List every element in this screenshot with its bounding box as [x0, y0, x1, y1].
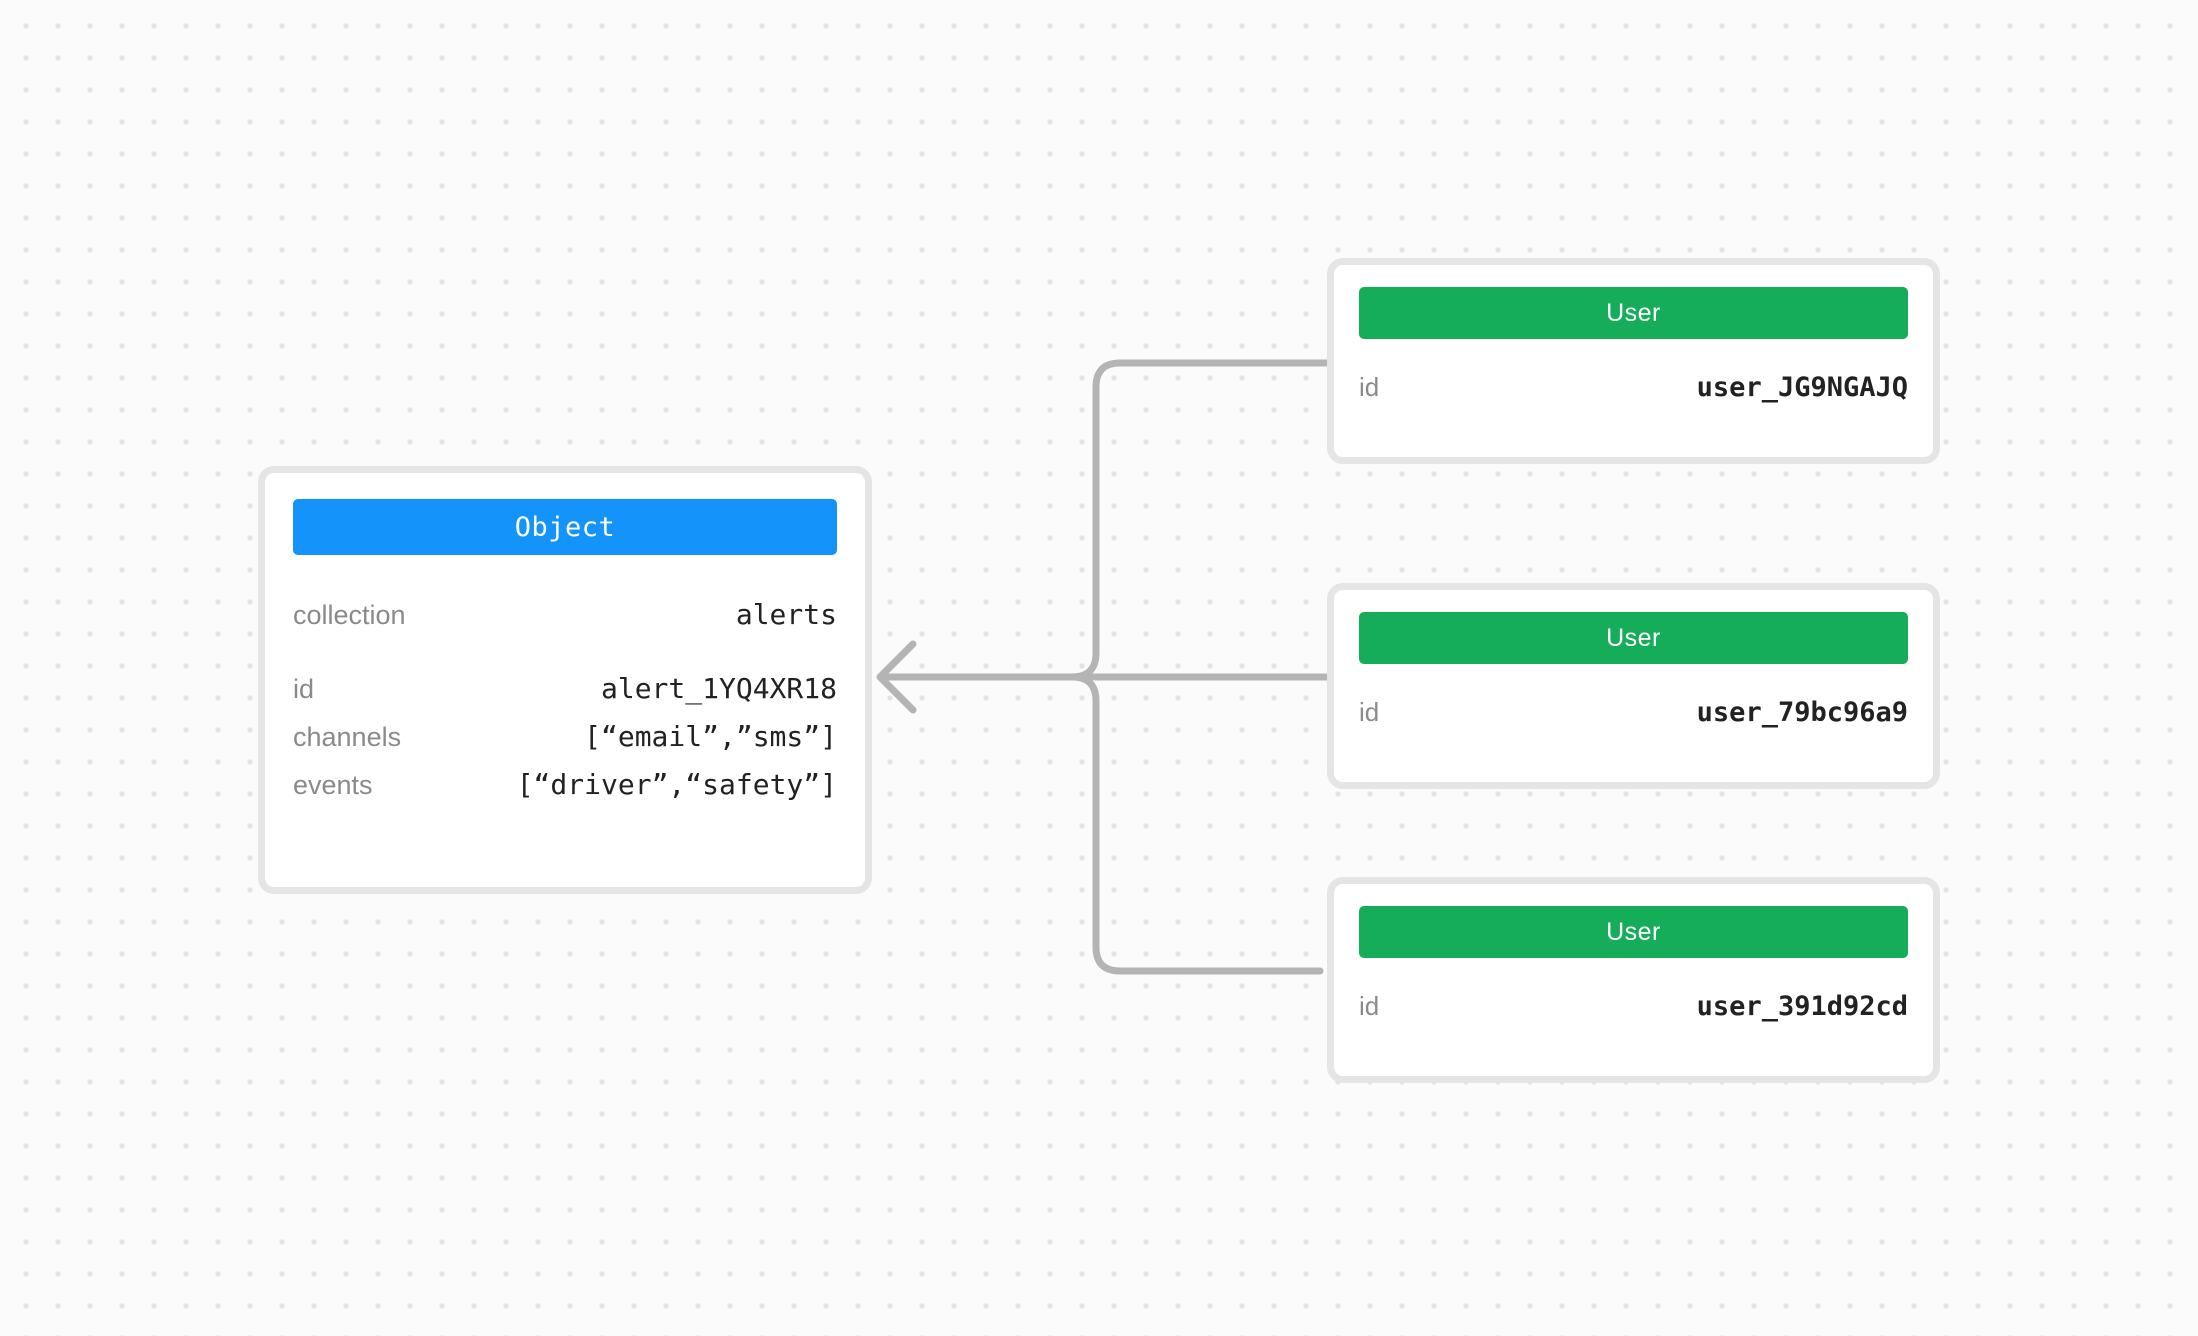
user-node-body: id user_79bc96a9: [1334, 664, 1933, 733]
field-row-collection: collection alerts: [293, 591, 837, 639]
user-node-header: User: [1359, 612, 1908, 664]
field-row-id: id user_JG9NGAJQ: [1359, 367, 1908, 408]
field-value: alerts: [735, 598, 837, 631]
edge-user3-to-object: [878, 673, 1324, 975]
user-node-title: User: [1606, 917, 1661, 946]
field-row-id: id user_79bc96a9: [1359, 692, 1908, 733]
field-row-id: id alert_1YQ4XR18: [293, 665, 837, 713]
field-key: collection: [293, 600, 406, 630]
object-node-title: Object: [514, 511, 616, 543]
field-value: alert_1YQ4XR18: [600, 672, 837, 705]
user-node-header: User: [1359, 287, 1908, 339]
field-key: id: [1359, 991, 1380, 1021]
user-node-body: id user_391d92cd: [1334, 958, 1933, 1027]
user-node-header: User: [1359, 906, 1908, 958]
field-group: collection alerts: [293, 591, 837, 639]
edge-user1-to-object: [878, 359, 1334, 681]
user-node-body: id user_JG9NGAJQ: [1334, 339, 1933, 408]
field-group: id user_391d92cd: [1359, 986, 1908, 1027]
field-key: id: [1359, 697, 1380, 727]
field-value: user_79bc96a9: [1696, 697, 1908, 728]
field-row-events: events [“driver”,“safety”]: [293, 761, 837, 809]
edge-arrowhead-icon: [876, 640, 917, 714]
user-node-3[interactable]: User id user_391d92cd: [1327, 877, 1940, 1083]
object-node-body: collection alerts id alert_1YQ4XR18 chan…: [265, 555, 865, 809]
user-node-1[interactable]: User id user_JG9NGAJQ: [1327, 258, 1940, 464]
field-value: [“email”,”sms”]: [584, 720, 837, 753]
object-node[interactable]: Object collection alerts id alert_1YQ4XR…: [258, 466, 872, 894]
field-row-channels: channels [“email”,”sms”]: [293, 713, 837, 761]
object-node-header: Object: [293, 499, 837, 555]
field-group: id alert_1YQ4XR18 channels [“email”,”sms…: [293, 665, 837, 809]
user-node-title: User: [1606, 623, 1661, 652]
user-node-2[interactable]: User id user_79bc96a9: [1327, 583, 1940, 789]
user-node-title: User: [1606, 298, 1661, 327]
field-key: id: [293, 674, 315, 704]
field-key: events: [293, 770, 373, 800]
field-value: user_391d92cd: [1696, 991, 1908, 1022]
field-key: channels: [293, 722, 402, 752]
field-value: [“driver”,“safety”]: [516, 768, 837, 801]
field-key: id: [1359, 372, 1380, 402]
field-group: id user_79bc96a9: [1359, 692, 1908, 733]
field-group: id user_JG9NGAJQ: [1359, 367, 1908, 408]
field-value: user_JG9NGAJQ: [1696, 372, 1908, 403]
field-row-id: id user_391d92cd: [1359, 986, 1908, 1027]
